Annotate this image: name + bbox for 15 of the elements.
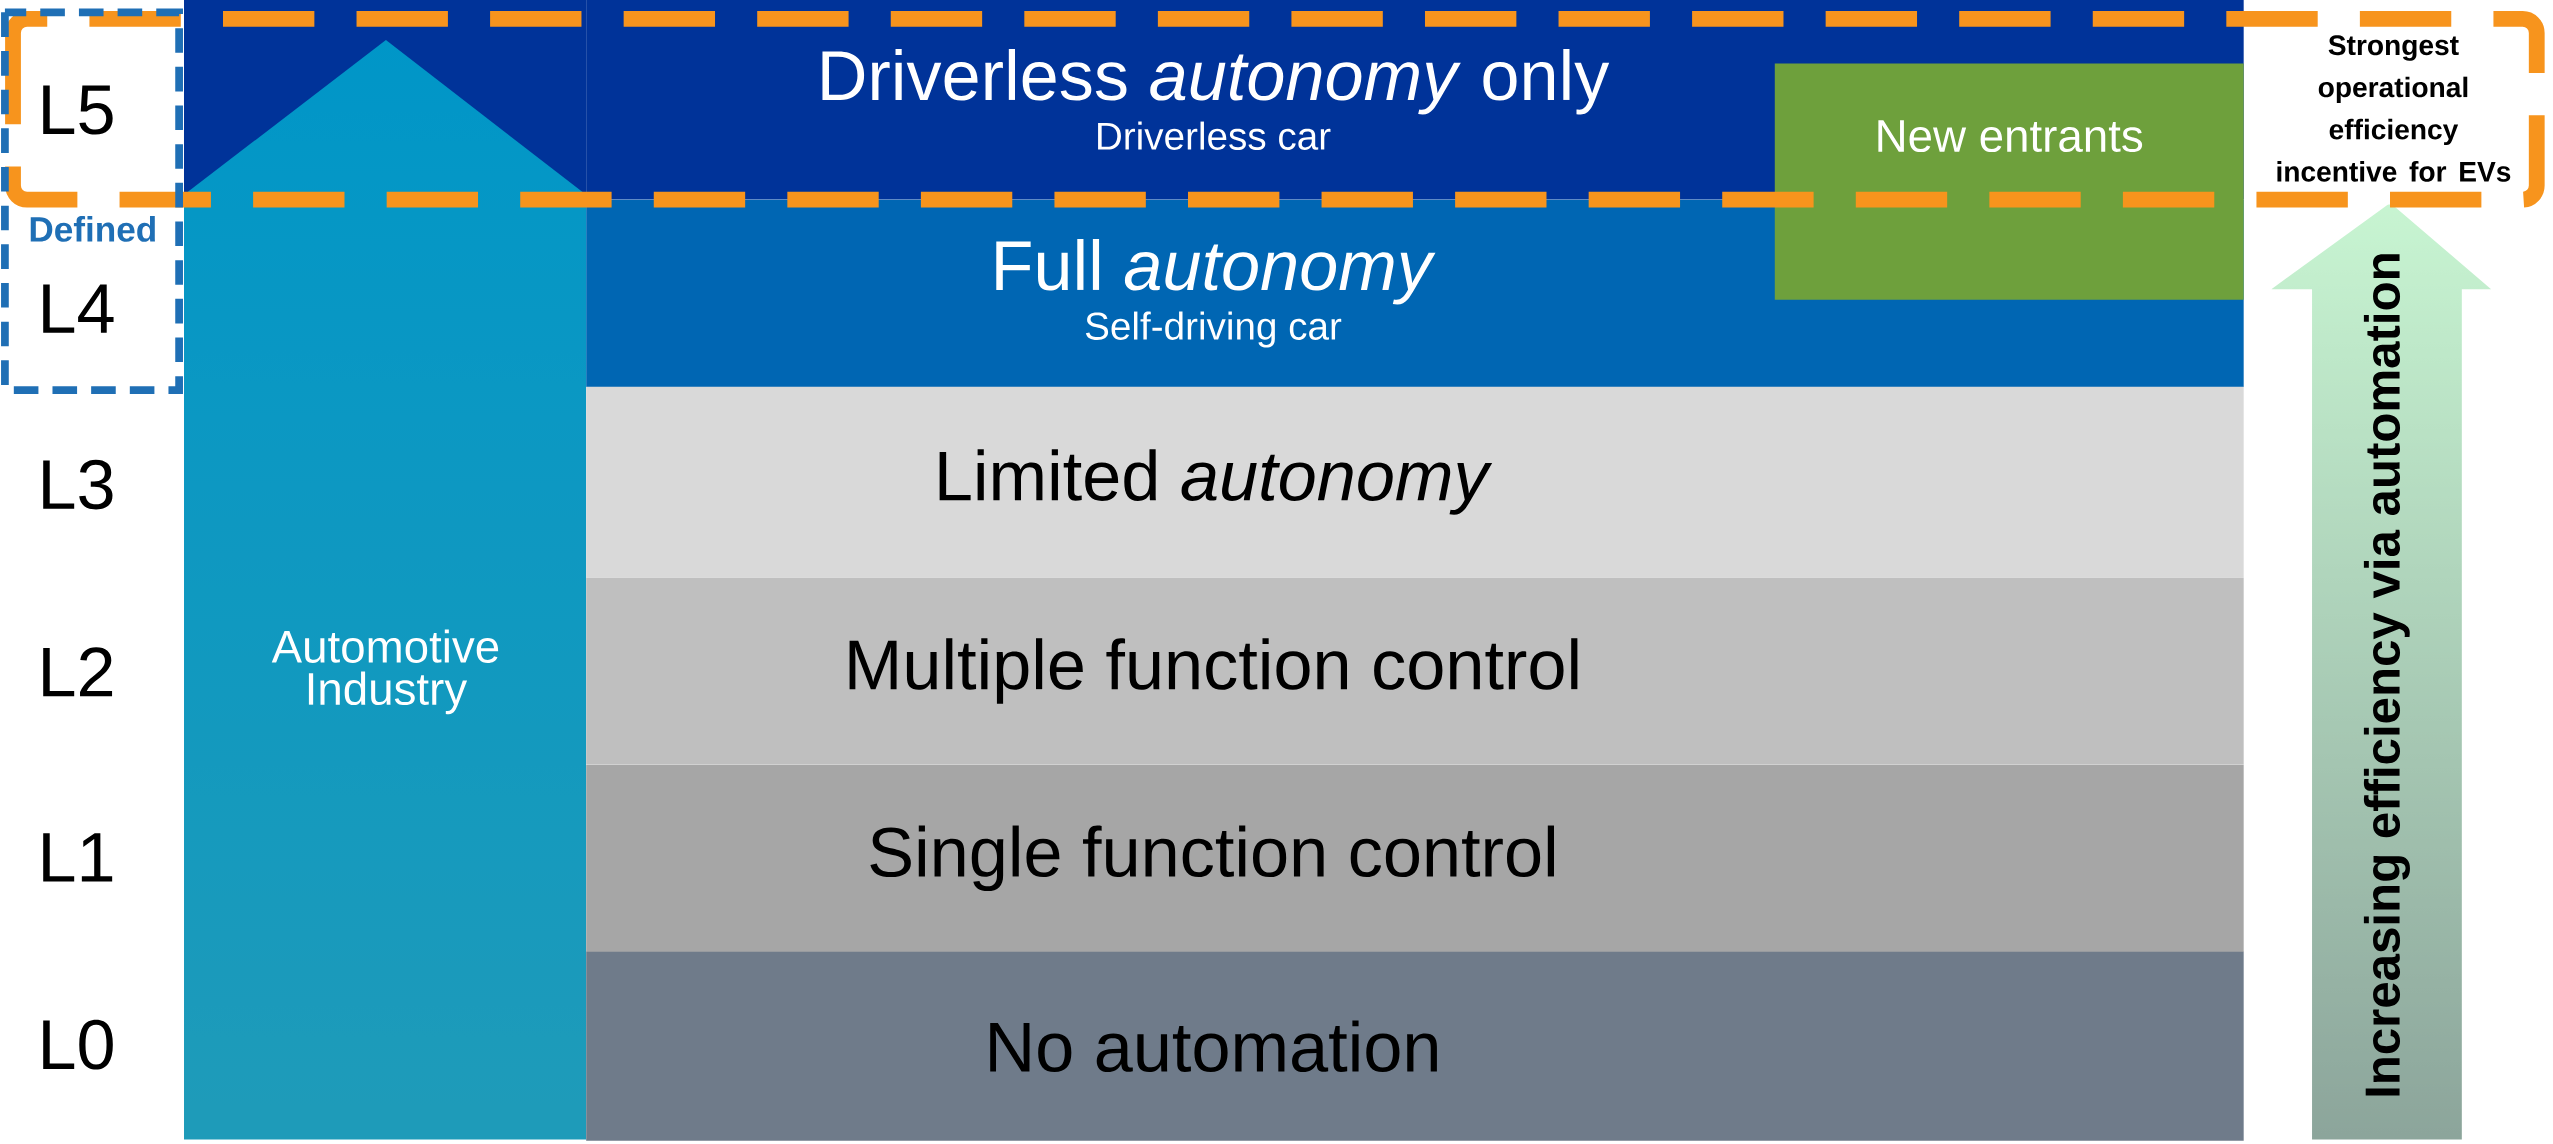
level-band: Single function control (586, 764, 2244, 952)
level-label: L5 (43, 85, 113, 135)
level-band: Limited autonomy (586, 386, 2244, 578)
level-label: L3 (43, 459, 113, 510)
level-band: No automation (586, 951, 2244, 1141)
node-label: Driverless autonomy only (822, 49, 1610, 115)
level-band: Multiple function control (586, 577, 2244, 765)
level-label: L4 (43, 284, 114, 333)
entrants-box: New entrants (1774, 63, 2244, 300)
level-label: L1 (43, 833, 113, 882)
node-label: Driverless car (1098, 121, 1331, 150)
level-label: L2 (43, 647, 113, 697)
level-label: L0 (43, 1019, 113, 1070)
efficiency-arrow: Increasing efficiency via automation (2363, 254, 2410, 1096)
industry-column: Automotive Industry (184, 0, 587, 1140)
